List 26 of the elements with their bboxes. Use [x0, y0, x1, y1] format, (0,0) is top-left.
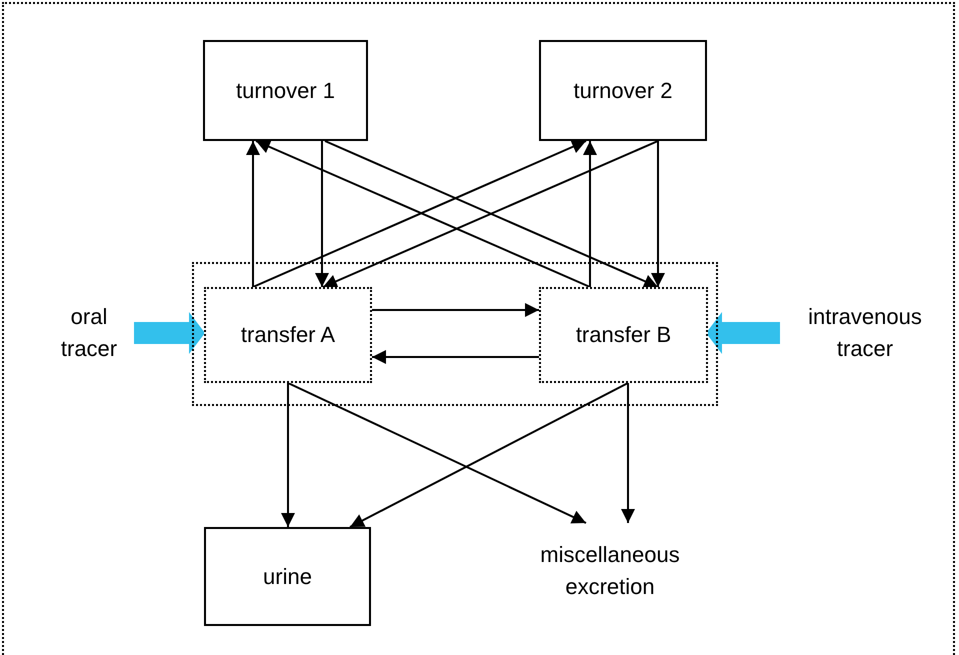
- arrow: [246, 141, 260, 287]
- arrow: [288, 382, 586, 524]
- node-label: turnover 1: [236, 76, 336, 104]
- arrow: [621, 383, 635, 523]
- process-box: [539, 40, 707, 141]
- process-box: [204, 527, 371, 626]
- node-label: transfer B: [576, 321, 672, 349]
- group-box: [192, 262, 718, 406]
- node-label: intravenous tracer: [807, 303, 923, 363]
- arrow: [350, 382, 628, 528]
- block-arrow: [134, 312, 205, 354]
- node-label: urine: [263, 562, 312, 590]
- node-label: miscellaneous excretion: [539, 541, 681, 601]
- arrow: [315, 141, 329, 287]
- node-label: oral tracer: [60, 303, 118, 363]
- arrow: [372, 350, 539, 364]
- arrow: [372, 303, 539, 317]
- process-box: [203, 40, 368, 141]
- node-label: transfer A: [240, 321, 336, 349]
- node-label: turnover 2: [573, 76, 673, 104]
- arrow: [583, 141, 597, 287]
- arrow: [281, 383, 295, 527]
- arrow: [651, 141, 665, 287]
- compartment-box: [539, 287, 708, 383]
- compartment-box: [204, 287, 372, 383]
- block-arrow: [706, 312, 780, 354]
